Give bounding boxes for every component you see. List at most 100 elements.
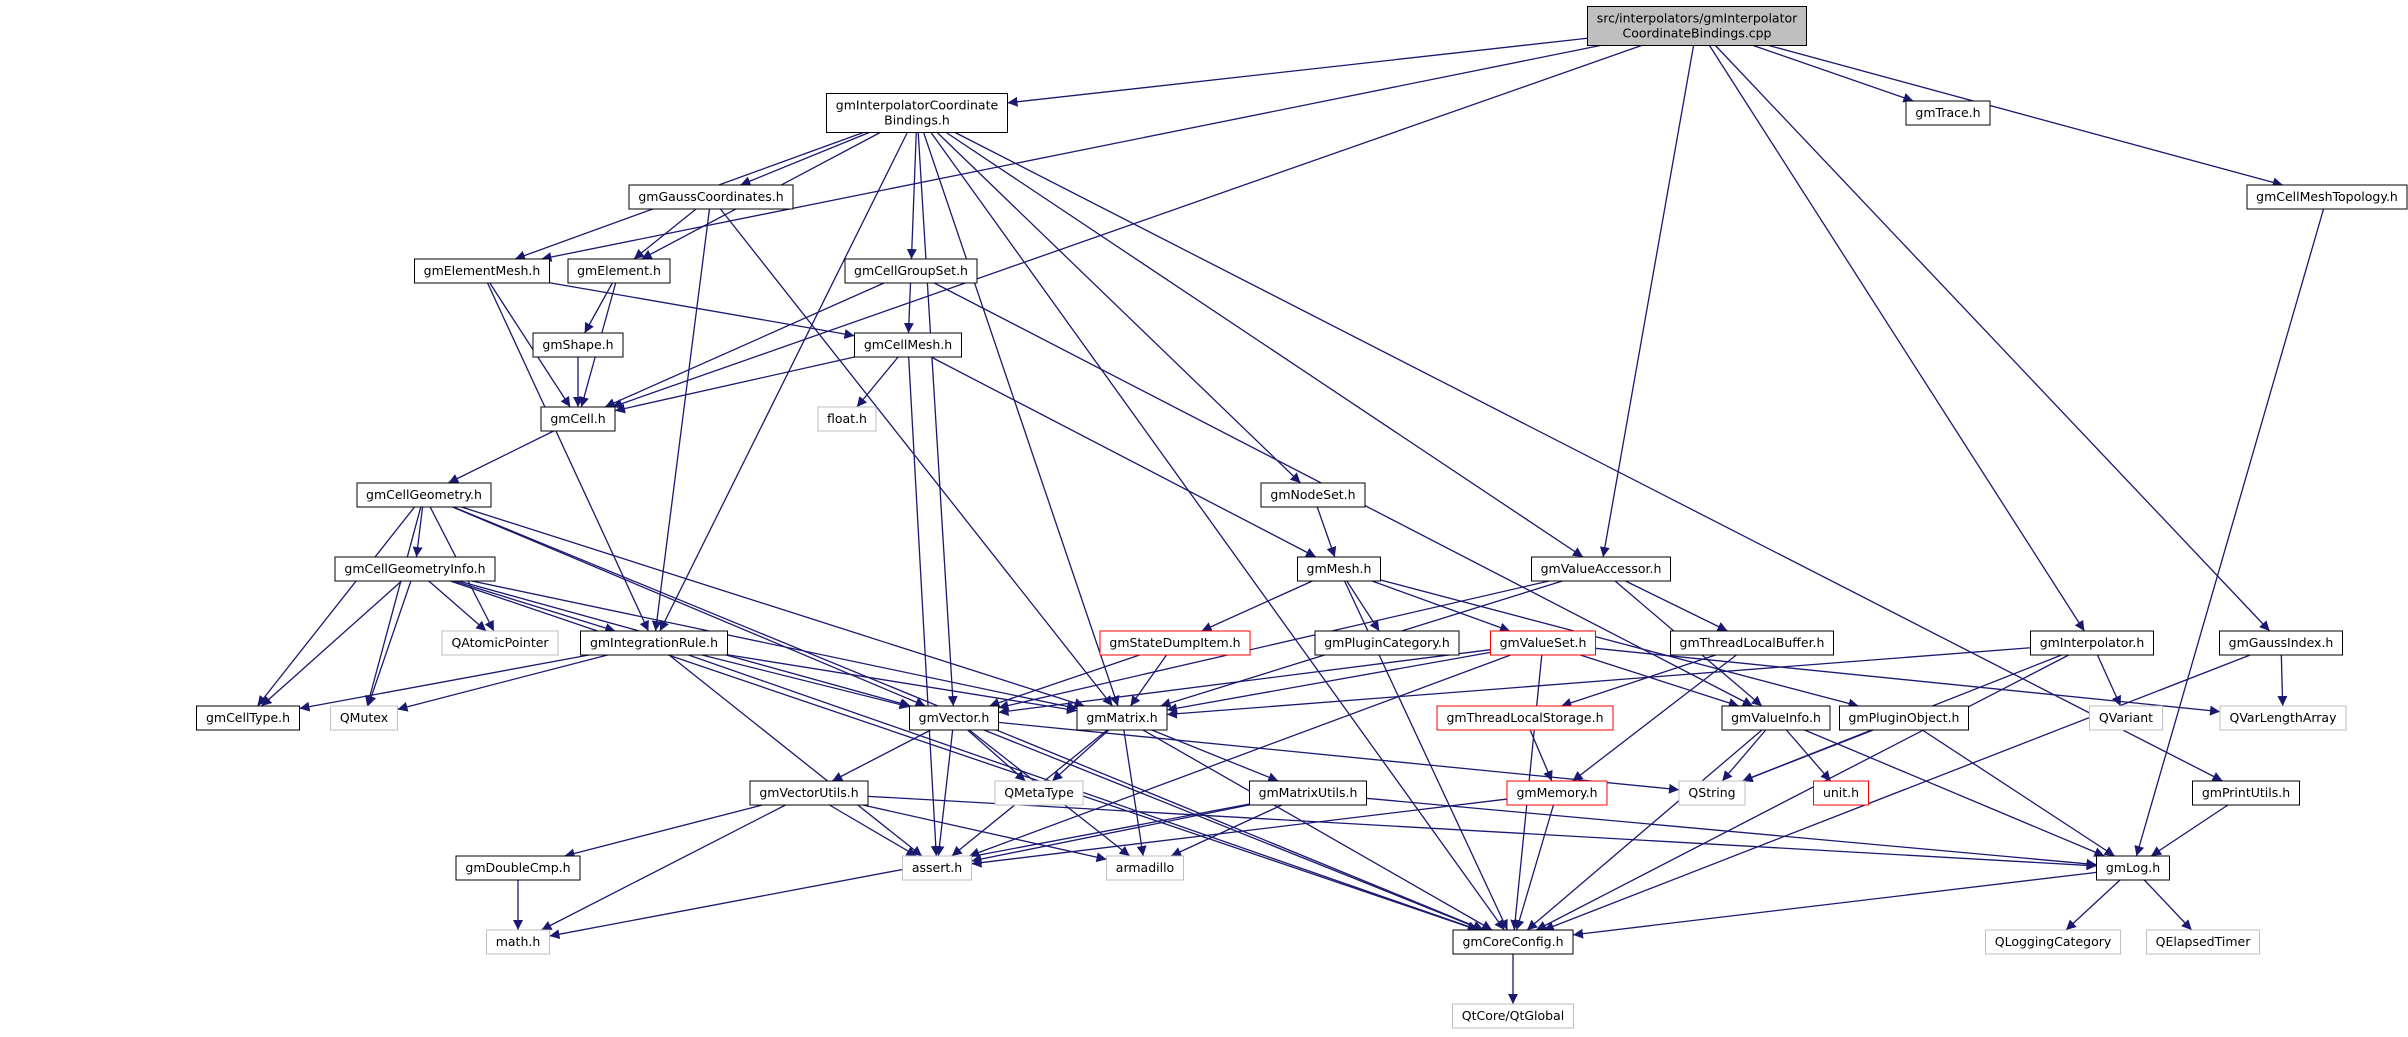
- edge-root-to-trace-h: [1753, 44, 1914, 103]
- node-qmetatype[interactable]: QMetaType: [994, 780, 1084, 806]
- edge-valueset-h-to-matrix-h: [1166, 651, 1491, 714]
- edge-elementmesh-h-to-integrationrule-h: [486, 282, 650, 632]
- node-box: [2089, 705, 2163, 731]
- node-statedumpitem-h[interactable]: gmStateDumpItem.h: [1099, 630, 1251, 656]
- node-label: CoordinateBindings.cpp: [1623, 26, 1772, 41]
- edge-vectorutils-h-to-math-h: [541, 804, 786, 931]
- node-qstring[interactable]: QString: [1678, 780, 1746, 806]
- node-doublecmp-h[interactable]: gmDoubleCmp.h: [455, 855, 581, 881]
- edge-integrationrule-h-to-matrix-h: [727, 654, 1078, 715]
- node-qatomicpointer[interactable]: QAtomicPointer: [441, 630, 559, 656]
- edge-matrixutils-h-to-assert-h: [971, 804, 1250, 864]
- node-qtglobal[interactable]: QtCore/QtGlobal: [1452, 1003, 1574, 1029]
- node-box: [1297, 556, 1381, 582]
- node-label: gmMesh.h: [1307, 561, 1372, 576]
- node-label: QVarLengthArray: [2229, 710, 2337, 725]
- edge-integrationrule-h-to-vector-h: [701, 654, 910, 710]
- node-nodeset-h[interactable]: gmNodeSet.h: [1260, 482, 1366, 508]
- node-box: [455, 855, 581, 881]
- node-celltype-h[interactable]: gmCellType.h: [196, 705, 300, 731]
- edge-bindings-h-to-valueaccessor-h: [945, 131, 1584, 558]
- node-coreconfig-h[interactable]: gmCoreConfig.h: [1452, 929, 1574, 955]
- node-mesh-h[interactable]: gmMesh.h: [1297, 556, 1381, 582]
- node-label: gmValueAccessor.h: [1541, 561, 1662, 576]
- node-trace-h[interactable]: gmTrace.h: [1905, 100, 1991, 126]
- node-valueaccessor-h[interactable]: gmValueAccessor.h: [1531, 556, 1671, 582]
- node-cellgeometry-h[interactable]: gmCellGeometry.h: [356, 482, 492, 508]
- node-math-h[interactable]: math.h: [486, 929, 550, 955]
- node-cell-h[interactable]: gmCell.h: [540, 406, 616, 432]
- edge-cellgeometry-h-to-cellgeometryinfo-h: [412, 506, 424, 558]
- node-qelapsedtimer[interactable]: QElapsedTimer: [2146, 929, 2260, 955]
- node-vector-h[interactable]: gmVector.h: [909, 705, 999, 731]
- edge-bindings-h-to-gausscoordinates-h: [740, 131, 870, 186]
- node-box: [1839, 705, 1969, 731]
- node-box: [1670, 630, 1834, 656]
- edge-root-to-elementmesh-h: [541, 44, 1601, 262]
- node-matrix-h[interactable]: gmMatrix.h: [1076, 705, 1168, 731]
- node-label: gmDoubleCmp.h: [465, 860, 570, 875]
- node-integrationrule-h[interactable]: gmIntegrationRule.h: [580, 630, 728, 656]
- node-qvarlengtharray[interactable]: QVarLengthArray: [2219, 705, 2347, 731]
- node-float-h[interactable]: float.h: [817, 406, 877, 432]
- edge-cellmesh-h-to-mesh-h: [930, 356, 1317, 558]
- node-valueset-h[interactable]: gmValueSet.h: [1490, 630, 1596, 656]
- node-box: [1905, 100, 1991, 126]
- node-vectorutils-h[interactable]: gmVectorUtils.h: [749, 780, 869, 806]
- node-armadillo[interactable]: armadillo: [1106, 855, 1184, 881]
- edge-log-h-to-qloggingcategory: [2065, 879, 2121, 931]
- node-box: [1452, 929, 1574, 955]
- node-elementmesh-h[interactable]: gmElementMesh.h: [414, 258, 550, 284]
- node-box: [817, 406, 877, 432]
- node-cellgroupset-h[interactable]: gmCellGroupSet.h: [844, 258, 978, 284]
- node-label: math.h: [496, 934, 541, 949]
- node-label: src/interpolators/gmInterpolator: [1597, 11, 1798, 26]
- node-memory-h[interactable]: gmMemory.h: [1506, 780, 1608, 806]
- node-valueinfo-h[interactable]: gmValueInfo.h: [1721, 705, 1831, 731]
- node-threadlocalbuffer-h[interactable]: gmThreadLocalBuffer.h: [1670, 630, 1834, 656]
- edge-cellmesh-h-to-assert-h: [908, 356, 941, 857]
- node-printutils-h[interactable]: gmPrintUtils.h: [2192, 780, 2300, 806]
- edge-bindings-h-to-nodeset-h: [936, 132, 1302, 484]
- node-cellgeometryinfo-h[interactable]: gmCellGeometryInfo.h: [334, 556, 496, 582]
- node-pluginobject-h[interactable]: gmPluginObject.h: [1839, 705, 1969, 731]
- node-gaussindex-h[interactable]: gmGaussIndex.h: [2219, 630, 2343, 656]
- node-log-h[interactable]: gmLog.h: [2096, 855, 2170, 881]
- edge-elementmesh-h-to-cell-h: [489, 282, 571, 408]
- node-root[interactable]: src/interpolators/gmInterpolatorCoordina…: [1587, 6, 1807, 46]
- node-interpolator-h[interactable]: gmInterpolator.h: [2030, 630, 2154, 656]
- edge-cellmesh-h-to-float-h: [856, 356, 899, 408]
- edge-matrixutils-h-to-armadillo: [1170, 804, 1283, 857]
- edge-matrix-h-to-coreconfig-h: [1142, 729, 1493, 931]
- node-label: gmMatrix.h: [1086, 710, 1157, 725]
- node-label: QAtomicPointer: [451, 635, 549, 650]
- node-plugincategory-h[interactable]: gmPluginCategory.h: [1314, 630, 1460, 656]
- node-qvariant[interactable]: QVariant: [2089, 705, 2163, 731]
- node-shape-h[interactable]: gmShape.h: [532, 332, 624, 358]
- edge-root-to-cell-h: [611, 44, 1642, 409]
- node-cellmeshtopology-h[interactable]: gmCellMeshTopology.h: [2246, 184, 2408, 210]
- node-label: gmCellGeometry.h: [366, 487, 482, 502]
- edge-statedumpitem-h-to-matrix-h: [1129, 654, 1168, 707]
- edge-cellgroupset-h-to-cellmesh-h: [903, 282, 914, 334]
- edge-valueinfo-h-to-coreconfig-h: [1526, 729, 1763, 931]
- edge-cellgeometryinfo-h-to-matrix-h: [471, 580, 1078, 712]
- node-label: gmPluginObject.h: [1849, 710, 1960, 725]
- node-threadlocalstorage-h[interactable]: gmThreadLocalStorage.h: [1436, 705, 1614, 731]
- node-box: [334, 556, 496, 582]
- node-qmutex[interactable]: QMutex: [330, 705, 398, 731]
- node-matrixutils-h[interactable]: gmMatrixUtils.h: [1249, 780, 1367, 806]
- node-element-h[interactable]: gmElement.h: [567, 258, 671, 284]
- edge-gausscoordinates-h-to-integrationrule-h: [651, 208, 711, 632]
- node-gausscoordinates-h[interactable]: gmGaussCoordinates.h: [628, 184, 794, 210]
- edge-matrixutils-h-to-math-h: [549, 803, 1250, 940]
- node-label: QtCore/QtGlobal: [1462, 1008, 1565, 1023]
- node-qloggingcategory[interactable]: QLoggingCategory: [1985, 929, 2121, 955]
- node-label: gmVector.h: [919, 710, 990, 725]
- node-unit-h[interactable]: unit.h: [1813, 780, 1869, 806]
- node-assert-h[interactable]: assert.h: [902, 855, 972, 881]
- node-label: gmMatrixUtils.h: [1259, 785, 1358, 800]
- node-cellmesh-h[interactable]: gmCellMesh.h: [854, 332, 962, 358]
- node-label: assert.h: [912, 860, 962, 875]
